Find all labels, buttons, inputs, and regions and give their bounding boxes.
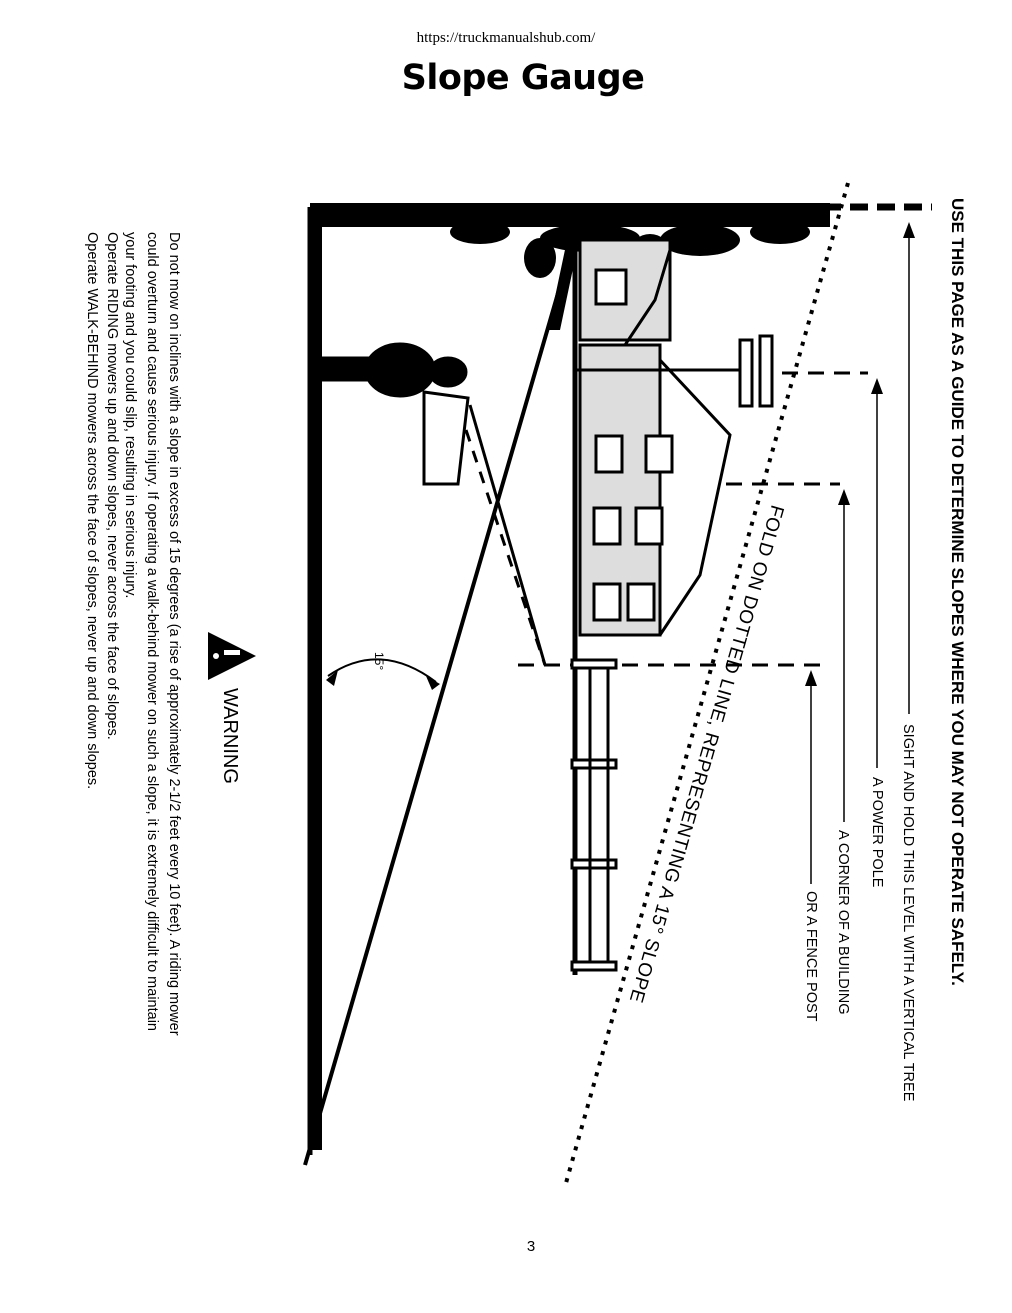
house-icon: [578, 238, 732, 637]
arrow-head-fence-post: [805, 670, 817, 686]
tree-canopy-icon: [310, 203, 830, 278]
warning-line: Operate WALK-BEHIND mowers across the fa…: [84, 232, 100, 789]
sight-label-fence-post: OR A FENCE POST: [803, 891, 819, 1022]
angle-arc: [327, 658, 437, 683]
power-pole-icon: [575, 334, 774, 408]
gauge-heading: USE THIS PAGE AS A GUIDE TO DETERMINE SL…: [948, 198, 967, 986]
sight-label-tree: SIGHT AND HOLD THIS LEVEL WITH A VERTICA…: [900, 724, 916, 1102]
angle-arrow-right: [426, 676, 440, 690]
fold-line: [564, 182, 850, 1184]
sight-label-building-corner: A CORNER OF A BUILDING: [835, 830, 851, 1015]
arrow-head-tree: [903, 222, 915, 238]
sight-label-power-pole: A POWER POLE: [869, 777, 885, 888]
warning-line: your footing and you could slip, resulti…: [122, 232, 138, 598]
arrow-head-building-corner: [838, 489, 850, 505]
slope-line: [303, 244, 574, 1166]
person-sighting-icon: [316, 342, 547, 666]
page-title: Slope Gauge: [401, 58, 645, 98]
warning-line: Do not mow on inclines with a slope in e…: [166, 232, 182, 1036]
level-ground-grass: [310, 215, 322, 1150]
slope-grass: [548, 245, 578, 330]
page-number: 3: [526, 1238, 536, 1255]
source-url: https://truckmanualshub.com/: [416, 30, 596, 46]
warning-icon: [208, 632, 256, 680]
angle-label: 15°: [372, 652, 386, 670]
warning-text: Do not mow on inclines with a slope in e…: [84, 232, 182, 1036]
warning-line: could overturn and cause serious injury.…: [144, 232, 160, 1031]
angle-arrow-left: [326, 670, 338, 686]
warning-line: Operate RIDING mowers up and down slopes…: [104, 232, 120, 740]
arrow-head-power-pole: [871, 378, 883, 394]
warning-label: WARNING: [219, 688, 241, 784]
fence-icon: [570, 658, 618, 972]
